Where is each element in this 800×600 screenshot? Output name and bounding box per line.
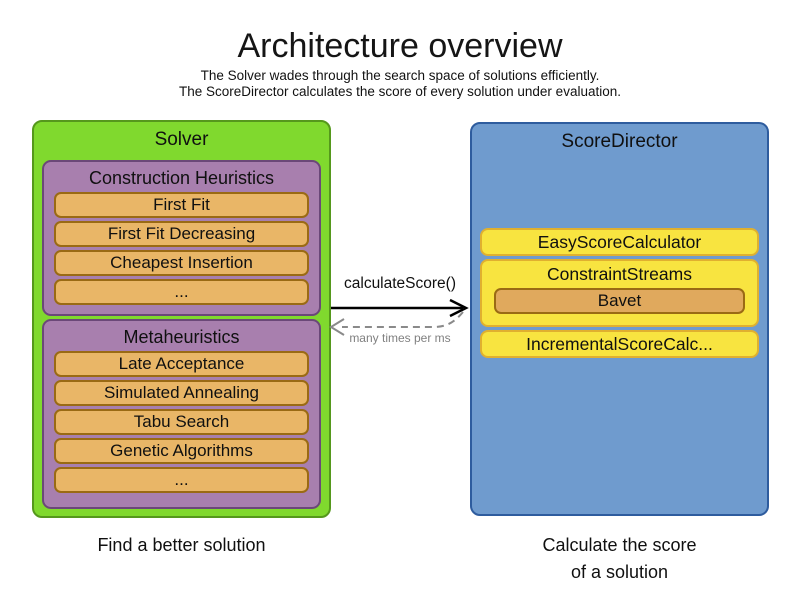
- bavet-box: Bavet: [494, 288, 745, 314]
- score-director-caption: Calculate the score of a solution: [470, 532, 769, 586]
- score-director-title: ScoreDirector: [561, 131, 678, 152]
- metaheuristic-item: Tabu Search: [54, 409, 309, 435]
- calculator-item: IncrementalScoreCalc...: [480, 330, 759, 358]
- construction-heuristics-box: Construction Heuristics First Fit First …: [42, 160, 321, 316]
- solver-caption: Find a better solution: [97, 535, 266, 555]
- page-title: Architecture overview: [237, 27, 563, 65]
- calculate-score-arrow: [331, 298, 469, 318]
- metaheuristic-item: ...: [54, 467, 309, 493]
- heuristic-item: ...: [54, 279, 309, 305]
- solver-box: Solver Construction Heuristics First Fit…: [32, 120, 331, 518]
- heuristic-item: Cheapest Insertion: [54, 250, 309, 276]
- heuristic-item: First Fit: [54, 192, 309, 218]
- score-director-caption-line-2: of a solution: [570, 562, 669, 582]
- solver-title: Solver: [154, 129, 209, 150]
- calculate-score-label: calculateScore(): [344, 275, 456, 292]
- metaheuristics-box: Metaheuristics Late Acceptance Simulated…: [42, 319, 321, 509]
- frequency-label: many times per ms: [349, 331, 451, 345]
- constraint-streams-label: ConstraintStreams: [547, 264, 692, 284]
- heuristic-item: First Fit Decreasing: [54, 221, 309, 247]
- subtitle-line-1: The Solver wades through the search spac…: [200, 68, 600, 83]
- construction-heuristics-title: Construction Heuristics: [88, 168, 275, 188]
- subtitle: The Solver wades through the search spac…: [0, 68, 800, 100]
- subtitle-line-2: The ScoreDirector calculates the score o…: [179, 84, 621, 99]
- metaheuristics-title: Metaheuristics: [123, 327, 240, 347]
- calculator-item: EasyScoreCalculator: [480, 228, 759, 256]
- score-director-caption-line-1: Calculate the score: [542, 535, 697, 555]
- metaheuristic-item: Simulated Annealing: [54, 380, 309, 406]
- metaheuristic-item: Genetic Algorithms: [54, 438, 309, 464]
- constraint-streams-box: ConstraintStreams Bavet: [480, 259, 759, 327]
- metaheuristic-item: Late Acceptance: [54, 351, 309, 377]
- score-director-box: ScoreDirector EasyScoreCalculator Constr…: [470, 122, 769, 516]
